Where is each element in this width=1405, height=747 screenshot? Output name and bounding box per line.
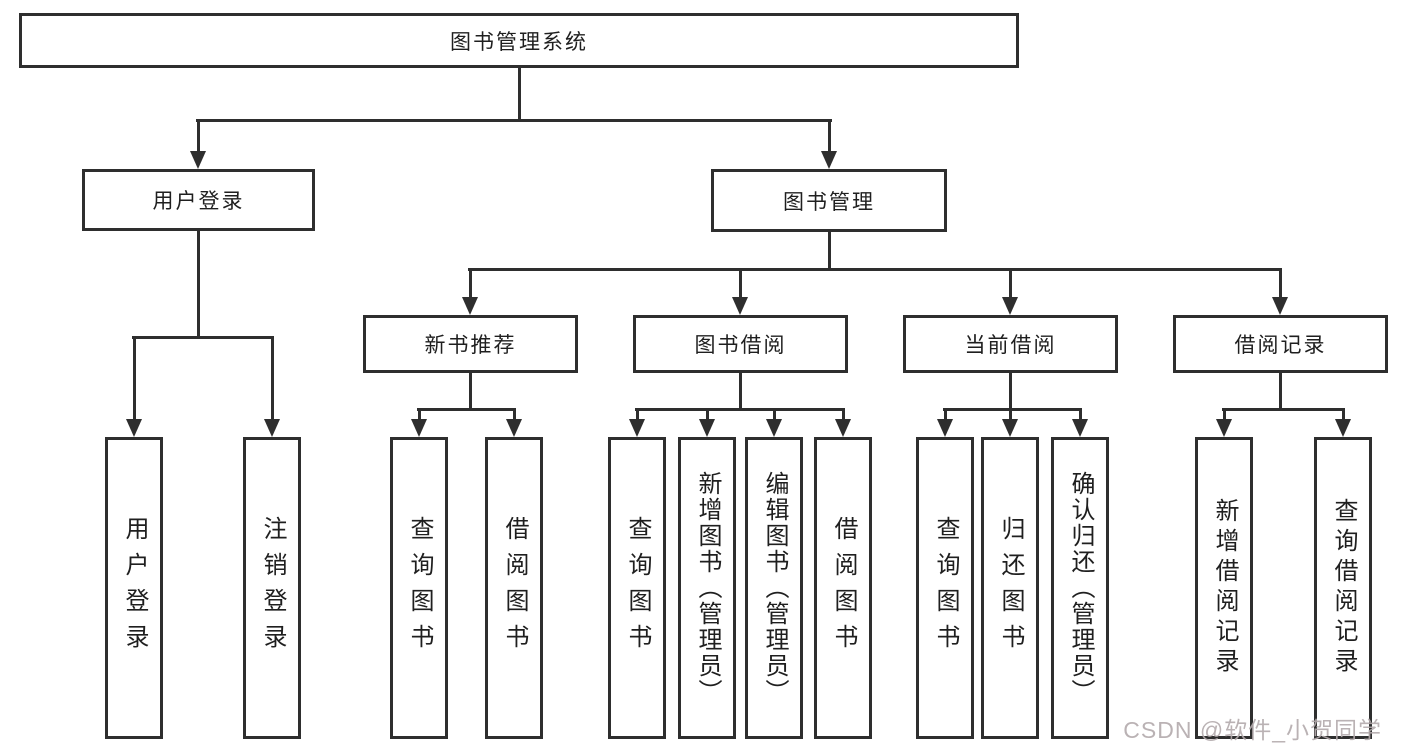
connector-line [133, 336, 136, 423]
node-label: 用户登录 [152, 190, 245, 213]
leaf-add-book-admin: 新增图书（管理员） [678, 437, 736, 739]
node-label: 图书管理系统 [450, 30, 588, 54]
leaf-label: 借阅图书 [501, 516, 528, 660]
connector-line [468, 268, 1282, 271]
connector-line [197, 119, 200, 159]
arrowhead-down-icon [462, 297, 478, 315]
leaf-label: 新增图书（管理员） [694, 471, 721, 705]
connector-line [513, 408, 516, 423]
connector-line [196, 119, 832, 122]
node-book-borrow: 图书借阅 [633, 315, 848, 373]
leaf-return-books: 归还图书 [981, 437, 1039, 739]
connector-line [943, 408, 1082, 411]
connector-line [706, 408, 709, 423]
node-current-borrow: 当前借阅 [903, 315, 1118, 373]
arrowhead-down-icon [629, 419, 645, 437]
connector-line [132, 336, 274, 339]
leaf-label: 确认归还（管理员） [1067, 471, 1094, 705]
connector-line [944, 408, 947, 423]
node-library-management-system: 图书管理系统 [19, 13, 1019, 68]
arrowhead-down-icon [264, 419, 280, 437]
arrowhead-down-icon [1216, 419, 1232, 437]
arrowhead-down-icon [1335, 419, 1351, 437]
node-label: 借阅记录 [1234, 334, 1327, 357]
connector-line [418, 408, 421, 423]
connector-line [1009, 268, 1012, 301]
connector-line [739, 371, 742, 410]
connector-line [417, 408, 516, 411]
connector-line [1223, 408, 1226, 423]
connector-line [518, 68, 521, 122]
leaf-borrow-books-2: 借阅图书 [814, 437, 872, 739]
node-label: 新书推荐 [424, 334, 517, 357]
leaf-label: 新增借阅记录 [1211, 498, 1238, 678]
connector-line [635, 408, 845, 411]
connector-line [1222, 408, 1345, 411]
connector-line [739, 268, 742, 301]
leaf-logout: 注销登录 [243, 437, 301, 739]
node-new-book-recommend: 新书推荐 [363, 315, 578, 373]
csdn-watermark: CSDN @软件_小贺同学 [1123, 717, 1382, 743]
node-borrow-records: 借阅记录 [1173, 315, 1388, 373]
connector-line [636, 408, 639, 423]
connector-line [773, 408, 776, 423]
leaf-add-borrow-record: 新增借阅记录 [1195, 437, 1253, 739]
connector-line [271, 336, 274, 423]
arrowhead-down-icon [506, 419, 522, 437]
connector-line [1009, 408, 1012, 423]
connector-line [828, 119, 831, 159]
leaf-label: 用户登录 [121, 516, 148, 660]
leaf-label: 借阅图书 [830, 516, 857, 660]
connector-line [828, 232, 831, 271]
arrowhead-down-icon [1002, 297, 1018, 315]
arrowhead-down-icon [1072, 419, 1088, 437]
connector-line [1342, 408, 1345, 423]
leaf-label: 查询图书 [932, 516, 959, 660]
leaf-query-books-3: 查询图书 [916, 437, 974, 739]
leaf-user-login: 用户登录 [105, 437, 163, 739]
arrowhead-down-icon [1002, 419, 1018, 437]
connector-line [1009, 371, 1012, 410]
leaf-query-borrow-record: 查询借阅记录 [1314, 437, 1372, 739]
connector-line [1279, 268, 1282, 301]
leaf-label: 注销登录 [259, 516, 286, 660]
arrowhead-down-icon [835, 419, 851, 437]
node-label: 图书管理 [783, 190, 875, 214]
leaf-label: 归还图书 [997, 516, 1024, 660]
leaf-edit-book-admin: 编辑图书（管理员） [745, 437, 803, 739]
leaf-query-books-2: 查询图书 [608, 437, 666, 739]
arrowhead-down-icon [699, 419, 715, 437]
leaf-query-books-1: 查询图书 [390, 437, 448, 739]
connector-line [469, 371, 472, 410]
connector-line [197, 231, 200, 339]
node-label: 当前借阅 [964, 334, 1057, 357]
connector-line [1079, 408, 1082, 423]
leaf-label: 编辑图书（管理员） [761, 471, 788, 705]
leaf-label: 查询借阅记录 [1330, 498, 1357, 678]
node-user-login: 用户登录 [82, 169, 315, 231]
connector-line [1279, 371, 1282, 410]
arrowhead-down-icon [126, 419, 142, 437]
leaf-borrow-books-1: 借阅图书 [485, 437, 543, 739]
arrowhead-down-icon [1272, 297, 1288, 315]
leaf-confirm-return-admin: 确认归还（管理员） [1051, 437, 1109, 739]
connector-line [469, 268, 472, 301]
node-label: 图书借阅 [694, 334, 787, 357]
arrowhead-down-icon [732, 297, 748, 315]
connector-line [842, 408, 845, 423]
arrowhead-down-icon [190, 151, 206, 169]
leaf-label: 查询图书 [406, 516, 433, 660]
arrowhead-down-icon [411, 419, 427, 437]
arrowhead-down-icon [766, 419, 782, 437]
arrowhead-down-icon [821, 151, 837, 169]
arrowhead-down-icon [937, 419, 953, 437]
node-book-management: 图书管理 [711, 169, 947, 232]
leaf-label: 查询图书 [624, 516, 651, 660]
